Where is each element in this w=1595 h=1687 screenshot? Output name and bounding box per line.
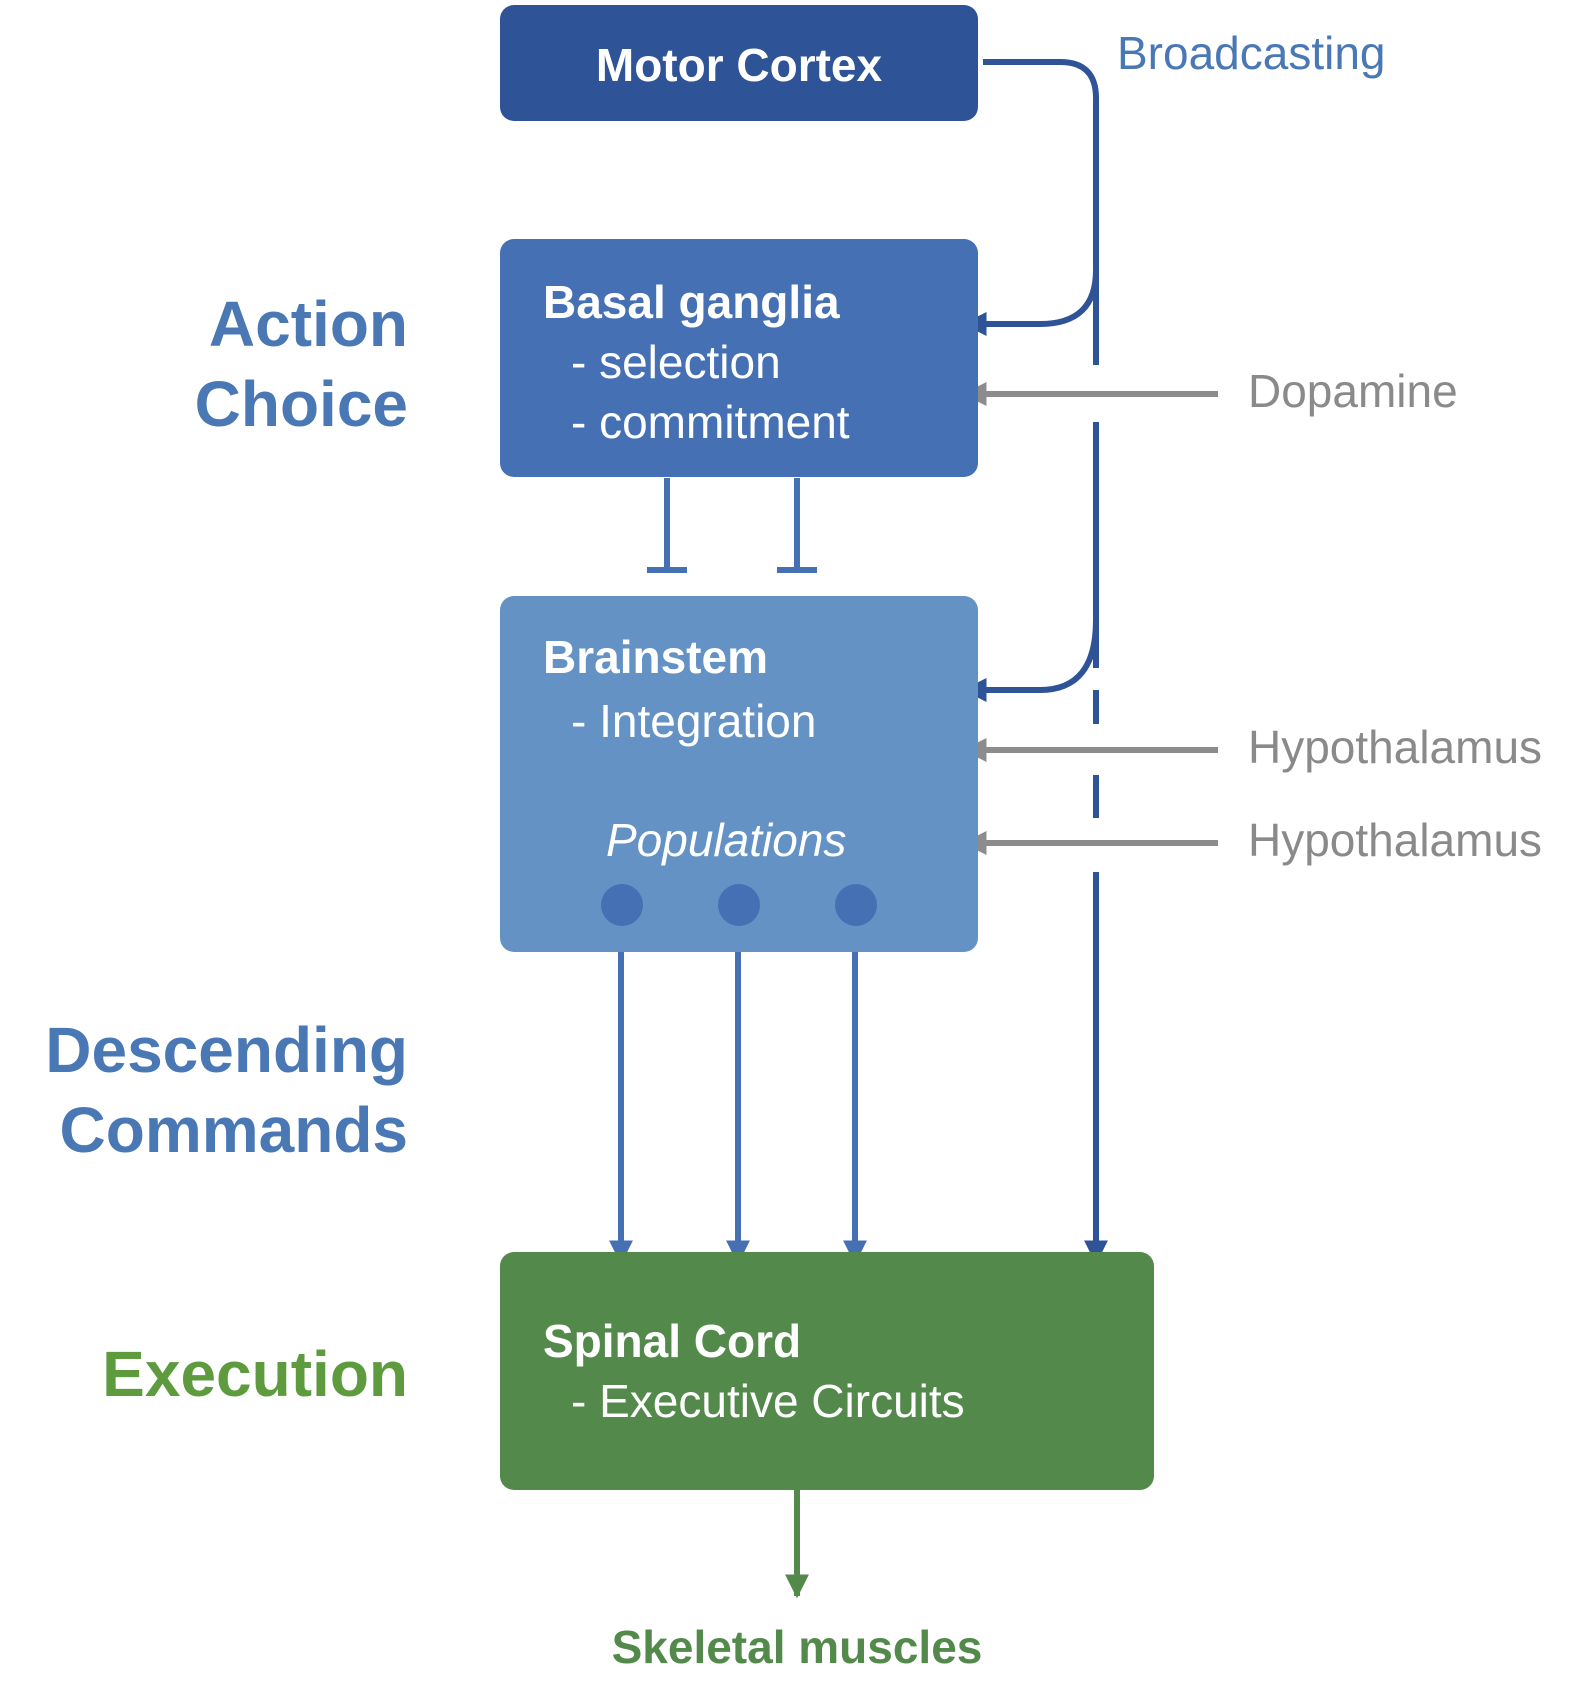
stage-label-action: Action bbox=[208, 288, 408, 360]
brainstem-box: Brainstem - Integration Populations bbox=[500, 596, 978, 952]
broadcasting-label: Broadcasting bbox=[1117, 27, 1386, 79]
motor-cortex-box: Motor Cortex bbox=[500, 5, 978, 121]
cortex-to-basal-ganglia-arrow bbox=[962, 269, 1099, 336]
spinal-cord-title: Spinal Cord bbox=[543, 1315, 802, 1367]
stage-label-execution: Execution bbox=[102, 1338, 408, 1410]
brainstem-title: Brainstem bbox=[543, 631, 768, 683]
population-node-3 bbox=[835, 884, 877, 926]
skeletal-muscles-label: Skeletal muscles bbox=[611, 1621, 983, 1673]
stage-label-choice: Choice bbox=[194, 368, 408, 440]
stage-label-descending: Descending bbox=[45, 1014, 408, 1086]
cortex-broadcast-line bbox=[983, 59, 1099, 290]
motor-cortex-title: Motor Cortex bbox=[595, 39, 883, 91]
stage-label-commands: Commands bbox=[59, 1094, 409, 1166]
spinal-cord-executive-circuits: - Executive Circuits bbox=[571, 1375, 965, 1427]
hypothalamus-label-1: Hypothalamus bbox=[1248, 721, 1543, 773]
population-node-1 bbox=[601, 884, 643, 926]
basal-ganglia-commitment: - commitment bbox=[571, 396, 850, 448]
basal-ganglia-selection: - selection bbox=[571, 336, 781, 388]
spinal-cord-box: Spinal Cord - Executive Circuits bbox=[500, 1252, 1154, 1490]
cortex-to-brainstem-arrow bbox=[962, 619, 1099, 702]
basal-ganglia-box: Basal ganglia - selection - commitment bbox=[500, 239, 978, 477]
brainstem-populations: Populations bbox=[606, 814, 847, 866]
dopamine-label: Dopamine bbox=[1248, 365, 1458, 417]
brainstem-integration: - Integration bbox=[571, 695, 817, 747]
stage-label-action-choice: Action Choice bbox=[0, 284, 408, 444]
population-node-2 bbox=[718, 884, 760, 926]
stage-label-descending-commands: Descending Commands bbox=[0, 1010, 408, 1170]
basal-ganglia-title: Basal ganglia bbox=[543, 276, 840, 328]
hypothalamus-label-2: Hypothalamus bbox=[1248, 814, 1543, 866]
